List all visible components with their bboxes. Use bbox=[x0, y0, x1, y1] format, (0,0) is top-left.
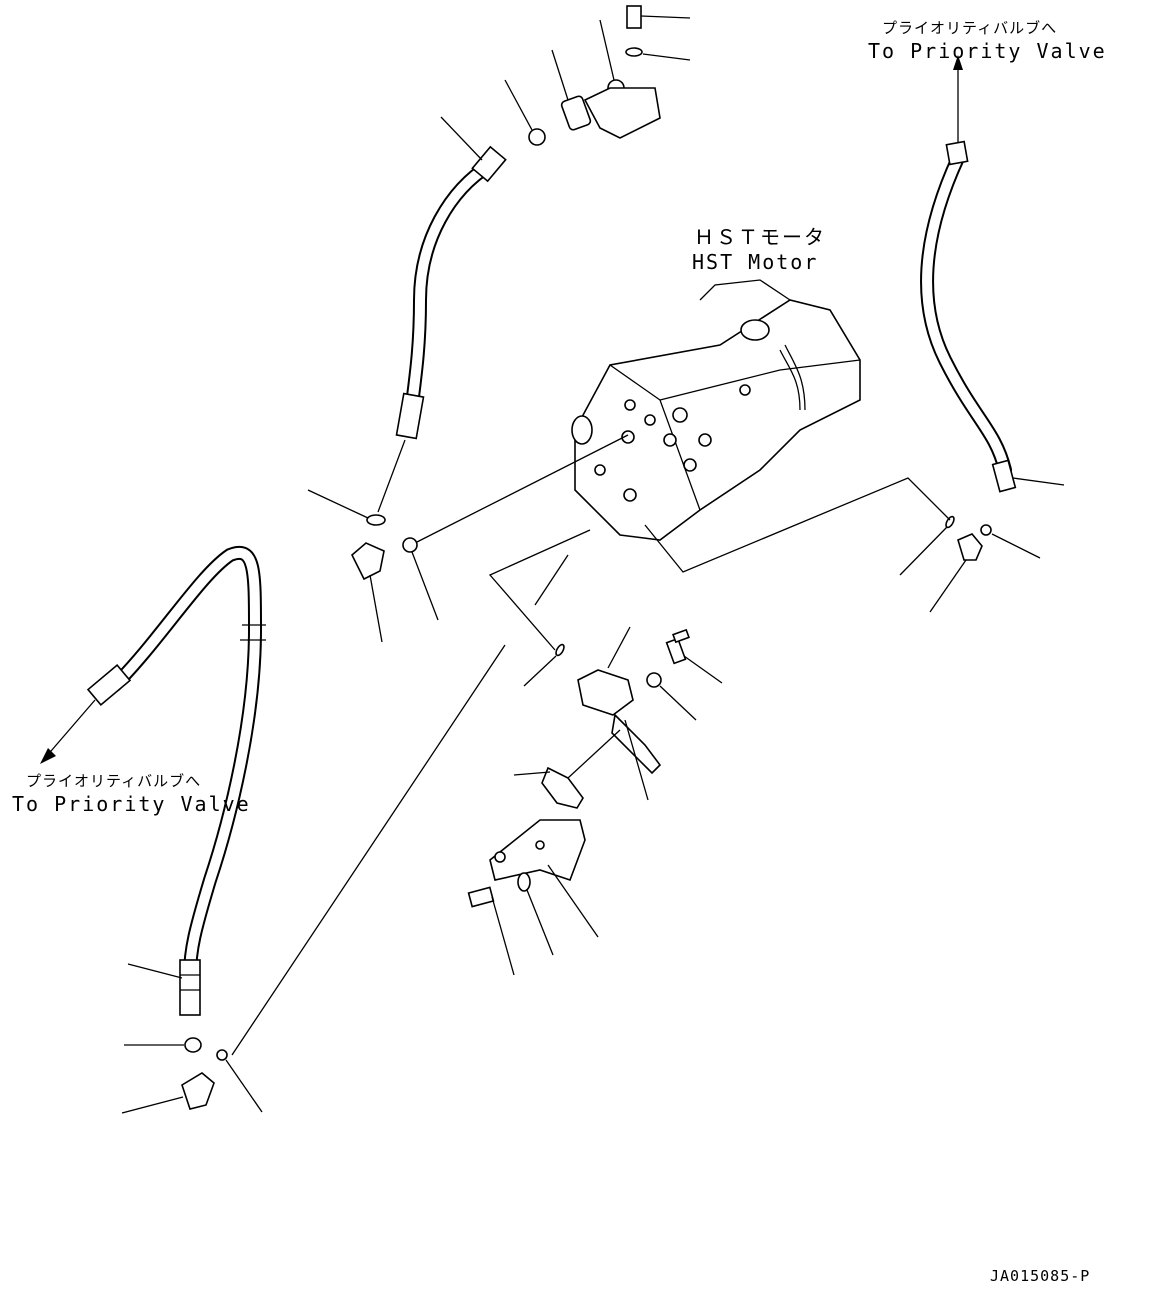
priority-valve-top-en-text: To Priority Valve bbox=[868, 39, 1107, 63]
label-priority-valve-left: プライオリティバルブへ To Priority Valve bbox=[12, 772, 251, 816]
top-bracket-parts bbox=[504, 5, 691, 146]
fitting-left bbox=[121, 1037, 263, 1114]
clamp-and-bracket bbox=[467, 766, 599, 976]
label-priority-valve-top: プライオリティバルブへ To Priority Valve bbox=[868, 19, 1107, 63]
priority-valve-top-jp-text: プライオリティバルブへ bbox=[882, 19, 1057, 37]
sensor-assembly bbox=[523, 626, 723, 801]
priority-valve-left-en-text: To Priority Valve bbox=[12, 792, 251, 816]
routing-lines bbox=[231, 434, 951, 1056]
hst-motor-jp-text: ＨＳＴモータ bbox=[694, 225, 826, 249]
elbow-center bbox=[351, 537, 439, 643]
hose-top-center bbox=[307, 116, 507, 526]
hst-motor-label: ＨＳＴモータ HST Motor bbox=[692, 225, 826, 274]
hose-left bbox=[40, 546, 266, 1016]
fitting-right bbox=[899, 515, 1041, 613]
hose-top-right bbox=[920, 55, 1065, 493]
drawing-id-text: JA015085-P bbox=[990, 1267, 1090, 1285]
hst-motor-en-text: HST Motor bbox=[692, 250, 818, 274]
hst-motor bbox=[571, 279, 861, 541]
priority-valve-left-jp-text: プライオリティバルブへ bbox=[26, 772, 201, 790]
